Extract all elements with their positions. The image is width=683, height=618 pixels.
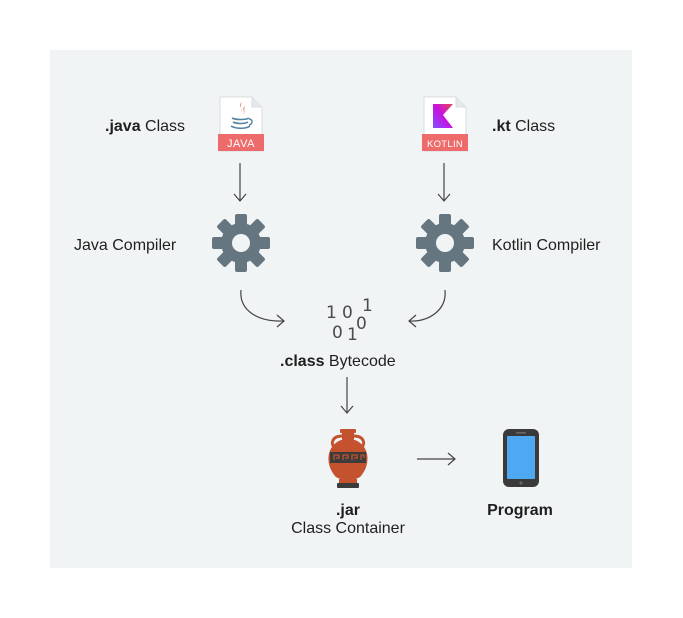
kotlin-file-to-compiler-arrow xyxy=(437,163,451,202)
bit: 1 xyxy=(362,296,373,316)
java-class-label: .java Class xyxy=(105,117,185,136)
gear-icon xyxy=(212,214,270,272)
bit: 0 xyxy=(342,303,353,323)
phone-icon xyxy=(503,429,539,487)
java-class-text: Class xyxy=(140,118,186,135)
jar-container-label: Class Container xyxy=(291,520,405,537)
kotlin-class-label: .kt Class xyxy=(492,117,555,136)
java-badge-text: JAVA xyxy=(227,138,255,150)
java-compiler-label: Java Compiler xyxy=(74,237,177,254)
kotlin-class-text: Class xyxy=(510,118,556,135)
java-file-to-compiler-arrow xyxy=(233,163,247,202)
bit: 0 xyxy=(356,314,367,334)
bit: 1 xyxy=(347,325,358,345)
kotlin-compiler-label: Kotlin Compiler xyxy=(492,237,601,254)
java-badge xyxy=(218,134,264,151)
bit: 0 xyxy=(332,323,343,343)
jar-to-program-arrow xyxy=(417,452,456,466)
binary-icon: 1 0 1 0 1 0 xyxy=(326,296,376,345)
bytecode-label: .class Bytecode xyxy=(280,352,396,371)
java-compiler-to-bytecode-arrow xyxy=(240,289,285,328)
kotlin-file-icon: KOTLIN xyxy=(422,96,468,152)
java-file-icon: JAVA xyxy=(218,96,264,152)
bytecode-to-jar-arrow xyxy=(340,377,354,414)
java-ext: .java xyxy=(105,118,141,135)
kotlin-ext: .kt xyxy=(492,118,511,135)
bytecode-text: Bytecode xyxy=(324,353,396,370)
gear-icon xyxy=(416,214,474,272)
program-label: Program xyxy=(487,502,553,519)
kotlin-compiler-to-bytecode-arrow xyxy=(408,289,446,328)
class-ext: .class xyxy=(280,353,325,370)
kotlin-badge xyxy=(422,134,468,151)
kotlin-badge-text: KOTLIN xyxy=(427,139,463,150)
amphora-jar-icon xyxy=(328,429,368,488)
jar-ext-label: .jar xyxy=(335,502,360,519)
bit: 1 xyxy=(326,303,337,323)
